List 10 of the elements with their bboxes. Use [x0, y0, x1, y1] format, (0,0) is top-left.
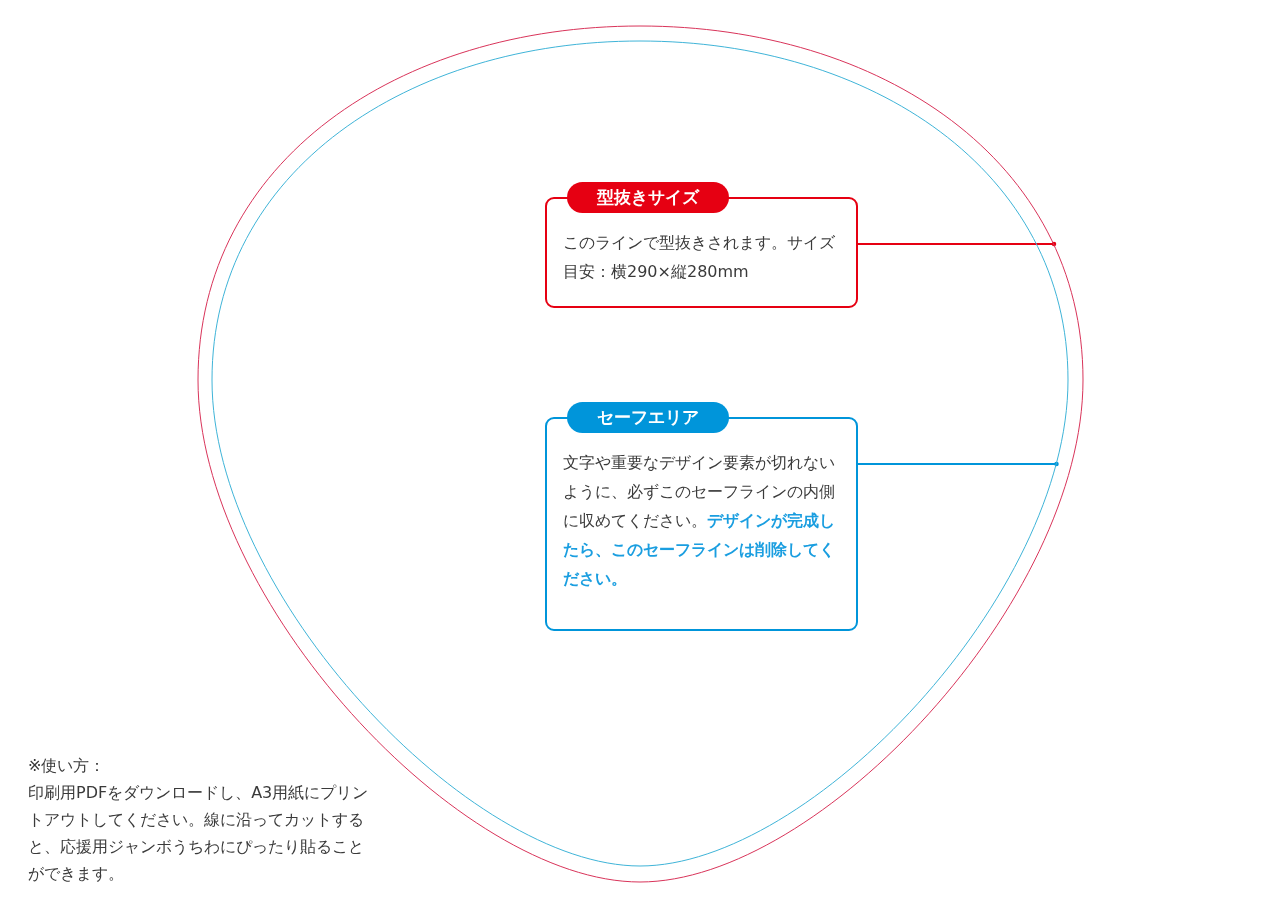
leader-line [857, 461, 1059, 467]
heading-tag: セーフエリア [567, 402, 729, 433]
leader-line [857, 241, 1057, 247]
note-heading: ※使い方： [28, 755, 106, 777]
callout-text: このラインで型抜きされます。サイズ目安：横290×縦280mm [563, 232, 836, 283]
heading-tag: 型抜きサイズ [567, 182, 729, 213]
callout-box [545, 402, 858, 631]
callout-box [545, 182, 858, 308]
callout-text: 文字や重要なデザイン要素が切れないように、必ずこのセーフラインの内側に収めてください。デザインが完成したら、このセーフラインは削除してください。 [563, 452, 836, 590]
note-text: 印刷用PDFをダウンロードし、A3用紙にプリントアウトしてください。線に沿ってカットすると、応援用ジャンボうちわにぴったり貼ることができます。 [28, 782, 370, 885]
